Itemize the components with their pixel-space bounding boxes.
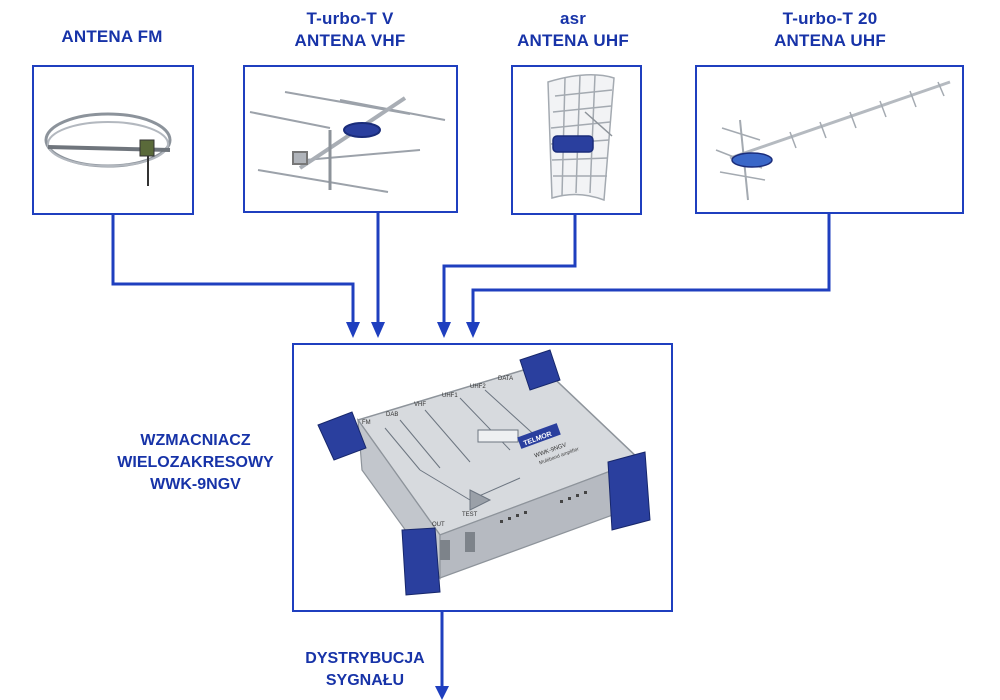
device-input-uhf1: UHF1 bbox=[442, 393, 458, 399]
arrow-output bbox=[435, 686, 449, 700]
amplifier-label-line2: WIELOZAKRESOWY bbox=[117, 454, 274, 471]
uhf-grid-antenna-icon bbox=[547, 74, 615, 202]
device-input-dab: DAB bbox=[386, 412, 398, 418]
arrow-uhf-yagi bbox=[466, 322, 480, 338]
wire-fm bbox=[111, 214, 355, 323]
antenna-fm-type: ANTENA FM bbox=[61, 27, 163, 46]
antenna-uhf-yagi-box bbox=[695, 65, 964, 214]
antenna-vhf-name: T-urbo-T V bbox=[306, 9, 394, 28]
bumper-front-left bbox=[401, 527, 441, 596]
device-input-vhf: VHF bbox=[414, 402, 426, 408]
antenna-vhf-label: T-urbo-T V ANTENA VHF bbox=[250, 8, 450, 52]
antenna-uhf-yagi-type: ANTENA UHF bbox=[774, 31, 886, 50]
antenna-uhf-grid-label: asr ANTENA UHF bbox=[478, 8, 668, 52]
device-test-label: TEST bbox=[462, 512, 478, 518]
bumper-front-right bbox=[607, 451, 651, 531]
bumper-back-right bbox=[519, 349, 561, 391]
antenna-uhf-yagi-label: T-urbo-T 20 ANTENA UHF bbox=[720, 8, 940, 52]
arrow-fm bbox=[346, 322, 360, 338]
antenna-fm-label: ANTENA FM bbox=[22, 12, 202, 46]
bumper-back-left bbox=[317, 411, 367, 461]
amplifier-label: WZMACNIACZ WIELOZAKRESOWY WWK-9NGV bbox=[108, 430, 283, 496]
uhf-long-yagi-antenna-icon bbox=[715, 80, 951, 201]
device-input-fm: FM bbox=[362, 420, 371, 426]
antenna-uhf-grid-name: asr bbox=[559, 9, 587, 28]
amplifier-label-line1: WZMACNIACZ bbox=[140, 432, 251, 449]
device-out-label: OUT bbox=[432, 522, 445, 528]
arrow-vhf bbox=[371, 322, 385, 338]
antenna-vhf-box bbox=[243, 65, 458, 213]
antenna-uhf-yagi-name: T-urbo-T 20 bbox=[782, 9, 878, 28]
amplifier-label-line3: WWK-9NGV bbox=[150, 476, 241, 493]
wire-uhf-grid bbox=[442, 214, 577, 323]
antenna-vhf-type: ANTENA VHF bbox=[294, 31, 406, 50]
fm-loop-antenna-icon bbox=[44, 112, 172, 186]
output-label-line1: DYSTRYBUCJA bbox=[305, 650, 425, 667]
antenna-uhf-grid-type: ANTENA UHF bbox=[517, 31, 629, 50]
vhf-yagi-antenna-icon bbox=[249, 91, 446, 193]
device-input-data: DATA bbox=[498, 376, 513, 382]
wire-uhf-yagi bbox=[471, 213, 831, 323]
output-label: DYSTRYBUCJA SYGNAŁU bbox=[290, 648, 440, 692]
arrow-uhf-grid bbox=[437, 322, 451, 338]
device-input-uhf2: UHF2 bbox=[470, 384, 486, 390]
output-label-line2: SYGNAŁU bbox=[325, 672, 405, 689]
